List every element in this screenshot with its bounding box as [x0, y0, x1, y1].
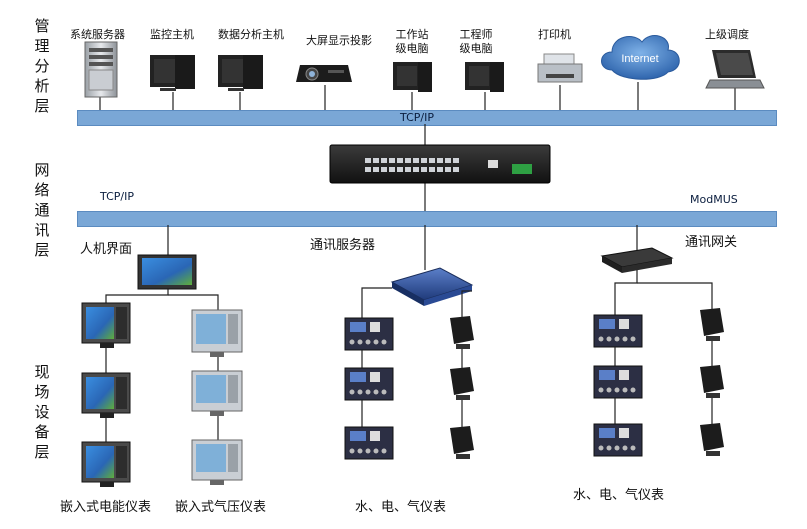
layer-label-management: 管理分析层 [32, 16, 52, 116]
comm-gateway-connectors [614, 270, 713, 315]
top-bus-label: TCP/IP [400, 111, 434, 124]
engineer-pc-icon [465, 62, 504, 92]
embedded-pressure-meter-3 [191, 439, 243, 485]
layer-label-network: 网络通讯层 [32, 160, 52, 260]
multifunction-meter-column-1 [344, 317, 394, 460]
label-embedded-power-meter: 嵌入式电能仪表 [60, 500, 152, 515]
label-monitor-host: 监控主机 [150, 28, 194, 41]
main-switch-icon [329, 144, 551, 184]
label-embedded-pressure-meter: 嵌入式气压仪表 [175, 500, 267, 515]
multifunction-meter [593, 365, 643, 399]
embedded-pressure-meter-column [191, 309, 243, 485]
embedded-power-meter-3 [81, 441, 131, 487]
workstation-pc-icon [393, 62, 432, 92]
label-hmi: 人机界面 [80, 242, 133, 257]
embedded-pressure-meter-1 [191, 309, 243, 357]
small-meter [700, 308, 724, 341]
monitor-host-icon [150, 55, 195, 91]
middle-bus-left-label: TCP/IP [100, 190, 134, 203]
label-workstation-pc: 工作站级电脑 [395, 28, 429, 55]
data-analysis-host-icon [218, 55, 263, 91]
label-water-elec-gas-meter-2: 水、电、气仪表 [573, 488, 665, 503]
multifunction-meter [344, 367, 394, 401]
label-system-server: 系统服务器 [70, 28, 125, 41]
layer-text: 现场设备层 [34, 363, 50, 461]
small-meter [700, 365, 724, 398]
embedded-pressure-meter-2 [191, 370, 243, 416]
multifunction-meter [344, 426, 394, 460]
small-meter-column-2 [700, 308, 724, 456]
label-big-screen-projector: 大屏显示投影 [306, 34, 372, 47]
server-icon [84, 41, 118, 98]
middle-bus [77, 211, 777, 227]
small-meter [450, 367, 474, 400]
label-upper-dispatch: 上级调度 [705, 28, 749, 41]
label-comm-gateway: 通讯网关 [685, 235, 738, 250]
comm-server-icon [390, 267, 474, 306]
top-bus [77, 110, 777, 126]
label-printer: 打印机 [538, 28, 571, 41]
label-engineer-pc: 工程师级电脑 [459, 28, 493, 55]
layer-text: 管理分析层 [34, 17, 50, 115]
embedded-power-meter-1 [81, 302, 131, 348]
embedded-power-meter-column [81, 302, 131, 487]
comm-gateway-icon [600, 247, 674, 273]
hmi-panel-icon [137, 254, 197, 290]
multifunction-meter [593, 314, 643, 348]
embedded-power-meter-2 [81, 372, 131, 418]
label-data-analysis-host: 数据分析主机 [218, 28, 284, 41]
layer-label-field: 现场设备层 [32, 362, 52, 462]
label-comm-server: 通讯服务器 [310, 238, 376, 253]
layer-text: 网络通讯层 [34, 161, 50, 259]
internet-cloud-icon [601, 35, 680, 80]
printer-icon [537, 53, 583, 83]
laptop-icon [705, 50, 765, 89]
multifunction-meter-column-2 [593, 314, 643, 457]
label-water-elec-gas-meter-1: 水、电、气仪表 [355, 500, 447, 515]
comm-server-connectors [361, 287, 472, 318]
small-meter [700, 423, 724, 456]
small-meter-column-1 [450, 316, 474, 459]
top-connectors [99, 82, 736, 270]
multifunction-meter [593, 423, 643, 457]
small-meter [450, 316, 474, 349]
internet-label: Internet [621, 53, 658, 65]
multifunction-meter [344, 317, 394, 351]
small-meter [450, 426, 474, 459]
projector-icon [296, 65, 352, 82]
middle-bus-right-label: ModMUS [690, 193, 738, 206]
hmi-connectors [105, 289, 219, 310]
